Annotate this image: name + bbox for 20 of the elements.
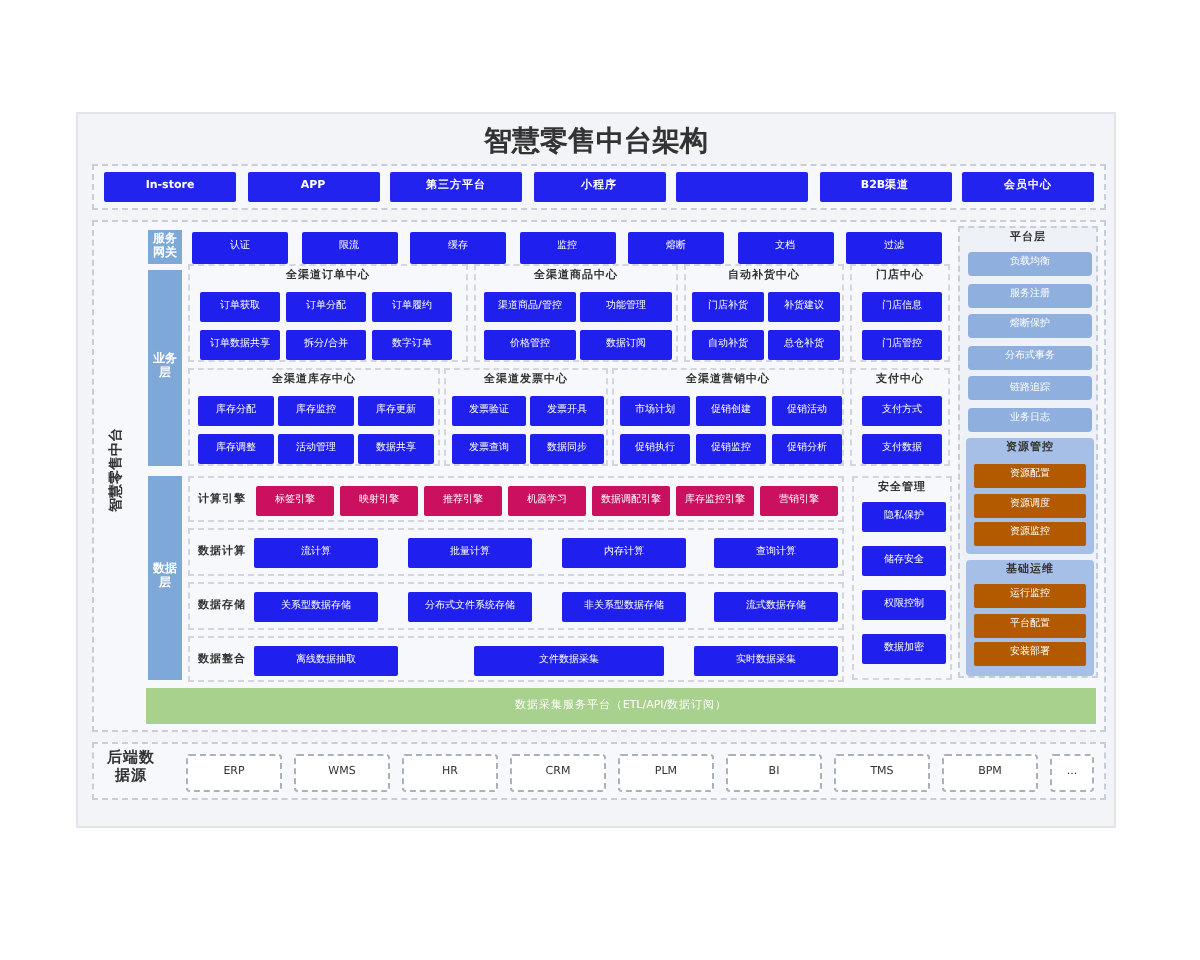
section-panel	[444, 368, 608, 466]
title: 智慧零售中台架构	[482, 124, 710, 160]
section-panel	[850, 264, 950, 362]
row-panel	[188, 636, 844, 682]
section-panel	[474, 264, 678, 362]
group-panel	[966, 438, 1094, 554]
row-panel	[188, 528, 844, 576]
platform-panel	[958, 226, 1098, 678]
row-panel	[188, 582, 844, 630]
source-band	[92, 742, 1106, 800]
section-panel	[850, 368, 950, 466]
group-panel	[966, 560, 1094, 676]
section-panel	[612, 368, 844, 466]
section-panel	[188, 368, 440, 466]
section-panel	[684, 264, 844, 362]
row-panel	[188, 476, 844, 522]
section-panel	[188, 264, 468, 362]
channel-box	[676, 172, 808, 202]
panel-background	[92, 220, 1106, 732]
section-panel	[852, 476, 952, 680]
